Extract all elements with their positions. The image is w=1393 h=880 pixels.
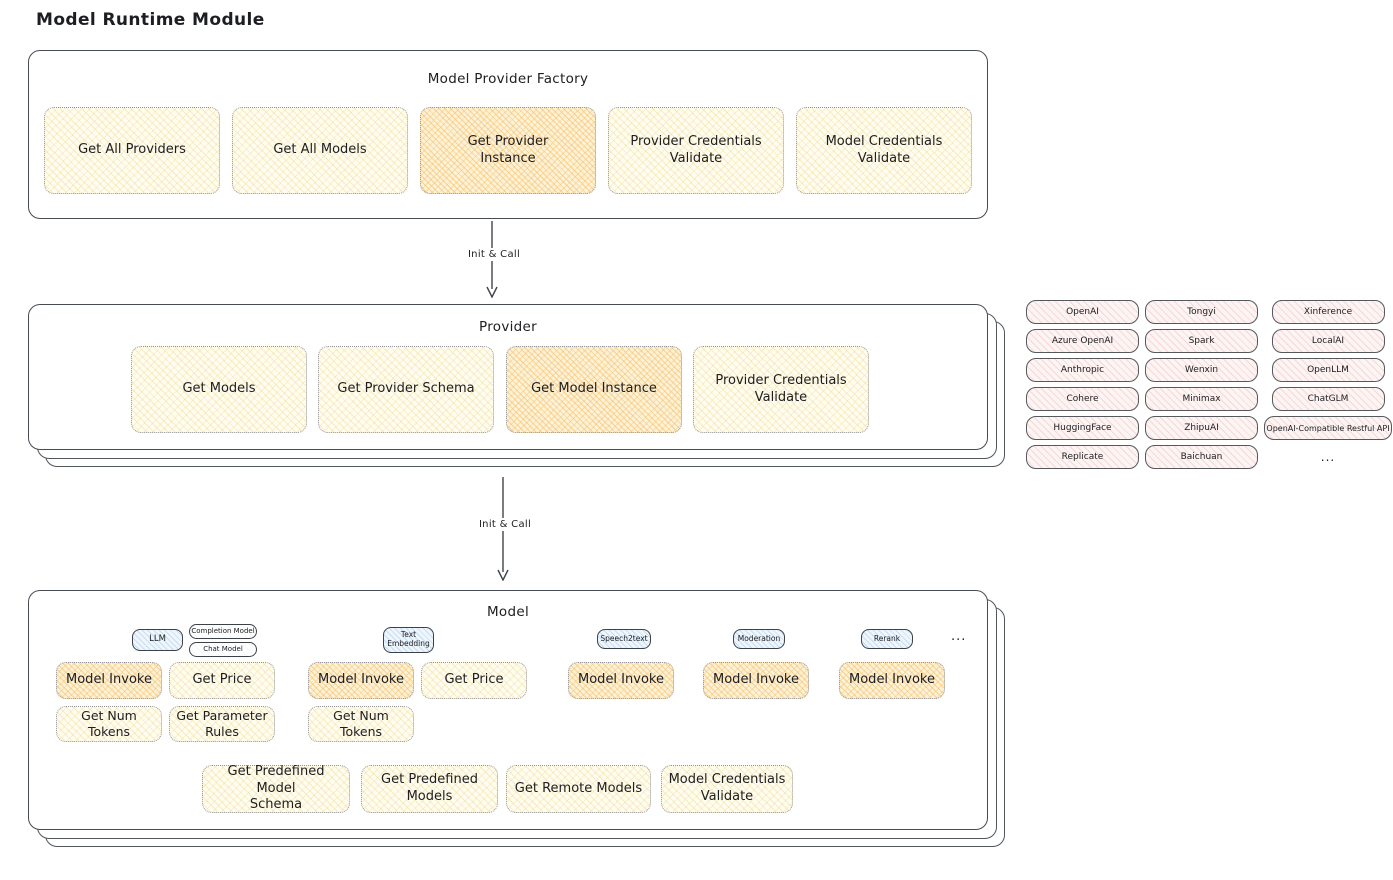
node-get-provider-instance: Get Provider Instance bbox=[420, 107, 596, 194]
node-llm-get-num-tokens: Get Num Tokens bbox=[56, 706, 162, 742]
tag-rerank: Rerank bbox=[861, 629, 913, 649]
providers-list: OpenAI Tongyi Xinference Azure OpenAI Sp… bbox=[1026, 300, 1392, 469]
node-moderation-model-invoke: Model Invoke bbox=[703, 662, 809, 699]
model-provider-factory-panel: Model Provider Factory Get All Providers… bbox=[28, 50, 988, 219]
tag-chat-model: Chat Model bbox=[189, 642, 257, 657]
provider-title: Provider bbox=[479, 319, 537, 335]
provider-localai: LocalAI bbox=[1271, 329, 1385, 353]
provider-replicate: Replicate bbox=[1026, 445, 1139, 469]
node-get-remote-models: Get Remote Models bbox=[506, 765, 651, 813]
provider-openai-compatible: OpenAI-Compatible Restful API bbox=[1264, 416, 1392, 440]
factory-title: Model Provider Factory bbox=[427, 71, 589, 87]
model-panel: Model LLM Completion Model Chat Model Te… bbox=[28, 590, 988, 830]
tag-completion-model: Completion Model bbox=[189, 624, 257, 639]
node-provider-credentials-validate: Provider Credentials Validate bbox=[608, 107, 784, 194]
node-get-model-instance: Get Model Instance bbox=[506, 346, 682, 433]
provider-baichuan: Baichuan bbox=[1145, 445, 1258, 469]
provider-zhipuai: ZhipuAI bbox=[1145, 416, 1258, 440]
provider-xinference: Xinference bbox=[1271, 300, 1385, 324]
node-get-predefined-model-schema: Get Predefined Model Schema bbox=[202, 764, 350, 813]
tag-text-embedding: Text Embedding bbox=[383, 627, 434, 653]
provider-huggingface: HuggingFace bbox=[1026, 416, 1139, 440]
node-model-credentials-validate-2: Model Credentials Validate bbox=[661, 765, 793, 813]
arrow-label-init-call-1: Init & Call bbox=[456, 248, 532, 261]
provider-minimax: Minimax bbox=[1145, 387, 1258, 411]
node-get-predefined-models: Get Predefined Models bbox=[361, 765, 498, 813]
provider-chatglm: ChatGLM bbox=[1271, 387, 1385, 411]
node-get-all-providers: Get All Providers bbox=[44, 107, 220, 194]
provider-panel: Provider Get Models Get Provider Schema … bbox=[28, 304, 988, 450]
node-get-all-models: Get All Models bbox=[232, 107, 408, 194]
model-title: Model bbox=[486, 604, 530, 620]
page-title: Model Runtime Module bbox=[36, 10, 265, 30]
provider-azure-openai: Azure OpenAI bbox=[1026, 329, 1139, 353]
provider-wenxin: Wenxin bbox=[1145, 358, 1258, 382]
provider-tongyi: Tongyi bbox=[1145, 300, 1258, 324]
tag-speech2text: Speech2text bbox=[597, 629, 651, 649]
provider-openai: OpenAI bbox=[1026, 300, 1139, 324]
provider-cohere: Cohere bbox=[1026, 387, 1139, 411]
node-speech2text-model-invoke: Model Invoke bbox=[568, 662, 674, 699]
node-embedding-model-invoke: Model Invoke bbox=[308, 662, 414, 699]
node-model-credentials-validate: Model Credentials Validate bbox=[796, 107, 972, 194]
node-get-models: Get Models bbox=[131, 346, 307, 433]
node-embedding-get-price: Get Price bbox=[421, 662, 527, 699]
tag-moderation: Moderation bbox=[733, 629, 785, 649]
providers-more-ellipsis: ... bbox=[1320, 450, 1336, 464]
node-embedding-get-num-tokens: Get Num Tokens bbox=[308, 706, 414, 742]
provider-openllm: OpenLLM bbox=[1271, 358, 1385, 382]
provider-anthropic: Anthropic bbox=[1026, 358, 1139, 382]
provider-spark: Spark bbox=[1145, 329, 1258, 353]
model-types-more-ellipsis: ... bbox=[951, 629, 967, 644]
node-llm-get-parameter-rules: Get Parameter Rules bbox=[169, 706, 275, 742]
node-provider-credentials-validate-2: Provider Credentials Validate bbox=[693, 346, 869, 433]
node-llm-model-invoke: Model Invoke bbox=[56, 662, 162, 699]
arrow-label-init-call-2: Init & Call bbox=[467, 518, 543, 531]
node-get-provider-schema: Get Provider Schema bbox=[318, 346, 494, 433]
tag-llm: LLM bbox=[132, 629, 183, 651]
node-rerank-model-invoke: Model Invoke bbox=[839, 662, 945, 699]
node-llm-get-price: Get Price bbox=[169, 662, 275, 699]
